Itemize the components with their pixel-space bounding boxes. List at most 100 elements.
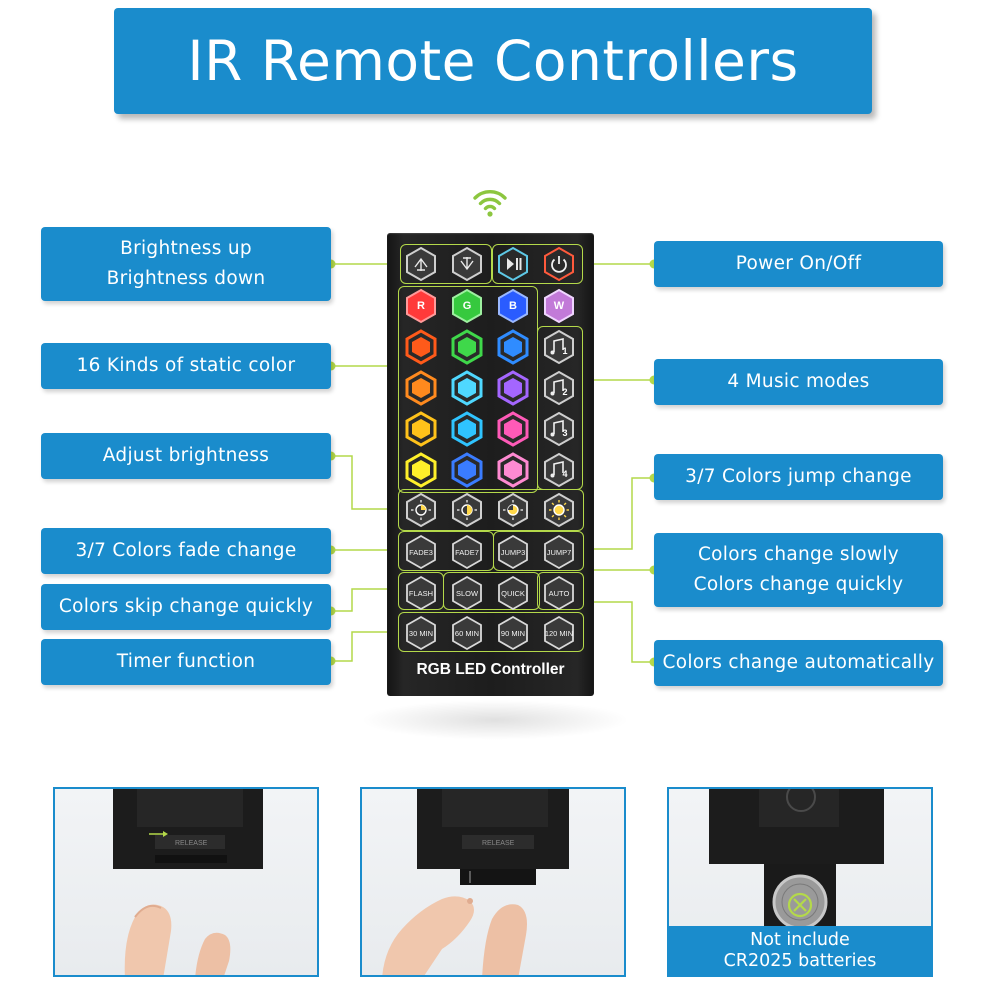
battery-step-1-illustration: RELEASE <box>113 789 263 975</box>
static-color-button[interactable] <box>494 369 532 407</box>
dimmer-75-button[interactable] <box>494 491 532 529</box>
timer-90-button[interactable]: 90 MIN <box>494 614 532 652</box>
battery-step-2-illustration: RELEASE <box>382 789 569 975</box>
frame-dimmer <box>398 489 584 531</box>
static-color-button[interactable] <box>494 328 532 366</box>
red-button[interactable]: R <box>402 287 440 325</box>
label-adjust-brightness: Adjust brightness <box>41 433 331 479</box>
static-color-button[interactable] <box>402 328 440 366</box>
blue-button[interactable]: B <box>494 287 532 325</box>
auto-button[interactable]: AUTO <box>540 574 578 612</box>
label-static-color-text: 16 Kinds of static color <box>76 355 296 376</box>
battery-step-2-panel: RELEASE <box>360 787 626 977</box>
label-skip-change: Colors skip change quickly <box>41 584 331 630</box>
static-color-button[interactable] <box>494 410 532 448</box>
static-color-button[interactable] <box>402 451 440 489</box>
white-button-label: W <box>553 300 565 312</box>
dimmer-50-button[interactable] <box>448 491 486 529</box>
static-color-button[interactable] <box>448 410 486 448</box>
label-speed: Colors change slowly Colors change quick… <box>654 533 943 607</box>
fade7-button[interactable]: FADE7 <box>448 533 486 571</box>
remote-model-label: RGB LED Controller <box>416 661 565 678</box>
flash-label: FLASH <box>408 588 434 598</box>
label-slowly-text: Colors change slowly <box>697 544 900 565</box>
title-banner: IR Remote Controllers <box>114 8 872 114</box>
brightness-up-button[interactable] <box>402 245 440 283</box>
label-jump-change-text: 3/7 Colors jump change <box>685 466 912 487</box>
static-color-button[interactable] <box>448 328 486 366</box>
timer-30-button[interactable]: 30 MIN <box>402 614 440 652</box>
dimmer-100-button[interactable] <box>540 491 578 529</box>
music-1-label: 1 <box>562 346 568 356</box>
static-color-button[interactable] <box>448 369 486 407</box>
ir-signal-icon <box>473 190 507 217</box>
label-quickly-text: Colors change quickly <box>693 574 904 595</box>
brightness-down-button[interactable] <box>448 245 486 283</box>
static-color-button[interactable] <box>402 369 440 407</box>
quick-button[interactable]: QUICK <box>494 574 532 612</box>
quick-label: QUICK <box>501 588 525 598</box>
label-timer: Timer function <box>41 639 331 685</box>
music-3-label: 3 <box>562 428 568 438</box>
battery-note: Not include CR2025 batteries <box>669 926 931 975</box>
battery-step-3-panel: Not include CR2025 batteries <box>667 787 933 977</box>
timer-60-label: 60 MIN <box>454 628 480 638</box>
music-mode-4-button[interactable]: 4 <box>540 451 578 489</box>
page-title: IR Remote Controllers <box>187 29 799 93</box>
label-auto: Colors change automatically <box>654 640 943 686</box>
battery-note-line2: CR2025 batteries <box>723 950 877 971</box>
label-fade-change-text: 3/7 Colors fade change <box>75 540 297 561</box>
label-power: Power On/Off <box>654 241 943 287</box>
label-adjust-brightness-text: Adjust brightness <box>102 445 270 466</box>
music-mode-1-button[interactable]: 1 <box>540 328 578 366</box>
timer-90-label: 90 MIN <box>500 628 526 638</box>
timer-60-button[interactable]: 60 MIN <box>448 614 486 652</box>
frame-speed <box>443 572 540 610</box>
green-button[interactable]: G <box>448 287 486 325</box>
music-mode-2-button[interactable]: 2 <box>540 369 578 407</box>
timer-120-button[interactable]: 120 MIN <box>540 614 578 652</box>
static-color-button[interactable] <box>448 451 486 489</box>
frame-power <box>492 244 583 284</box>
jump3-label: JUMP3 <box>500 547 526 557</box>
white-button[interactable]: W <box>540 287 578 325</box>
fade3-button[interactable]: FADE3 <box>402 533 440 571</box>
label-auto-text: Colors change automatically <box>662 652 935 673</box>
auto-label: AUTO <box>548 588 570 598</box>
fade7-label: FADE7 <box>455 547 479 557</box>
label-music-text: 4 Music modes <box>727 371 870 392</box>
power-button[interactable] <box>540 245 578 283</box>
battery-note-line1: Not include <box>750 929 850 950</box>
green-button-label: G <box>462 300 472 312</box>
flash-button[interactable]: FLASH <box>402 574 440 612</box>
static-color-button[interactable] <box>402 410 440 448</box>
frame-timer <box>398 612 584 652</box>
music-mode-3-button[interactable]: 3 <box>540 410 578 448</box>
label-timer-text: Timer function <box>116 651 256 672</box>
label-power-text: Power On/Off <box>735 253 862 274</box>
label-brightness: Brightness up Brightness down <box>41 227 331 301</box>
label-brightness-down: Brightness down <box>106 268 266 289</box>
jump3-button[interactable]: JUMP3 <box>494 533 532 571</box>
fade3-label: FADE3 <box>409 547 433 557</box>
battery-step-1-panel: RELEASE <box>53 787 319 977</box>
svg-text:RELEASE: RELEASE <box>175 840 208 847</box>
battery-step-3-illustration <box>709 789 884 936</box>
label-jump-change: 3/7 Colors jump change <box>654 454 943 500</box>
play-pause-button[interactable] <box>494 245 532 283</box>
timer-120-label: 120 MIN <box>544 628 574 638</box>
frame-jump <box>493 531 584 571</box>
music-2-label: 2 <box>562 387 568 397</box>
frame-brightness <box>400 244 492 284</box>
remote-shadow <box>360 700 630 740</box>
dimmer-25-button[interactable] <box>402 491 440 529</box>
slow-button[interactable]: SLOW <box>448 574 486 612</box>
svg-text:RELEASE: RELEASE <box>482 840 515 847</box>
label-fade-change: 3/7 Colors fade change <box>41 528 331 574</box>
label-music: 4 Music modes <box>654 359 943 405</box>
static-color-button[interactable] <box>494 451 532 489</box>
label-skip-change-text: Colors skip change quickly <box>58 596 314 617</box>
jump7-label: JUMP7 <box>546 547 572 557</box>
red-button-label: R <box>417 300 425 312</box>
jump7-button[interactable]: JUMP7 <box>540 533 578 571</box>
